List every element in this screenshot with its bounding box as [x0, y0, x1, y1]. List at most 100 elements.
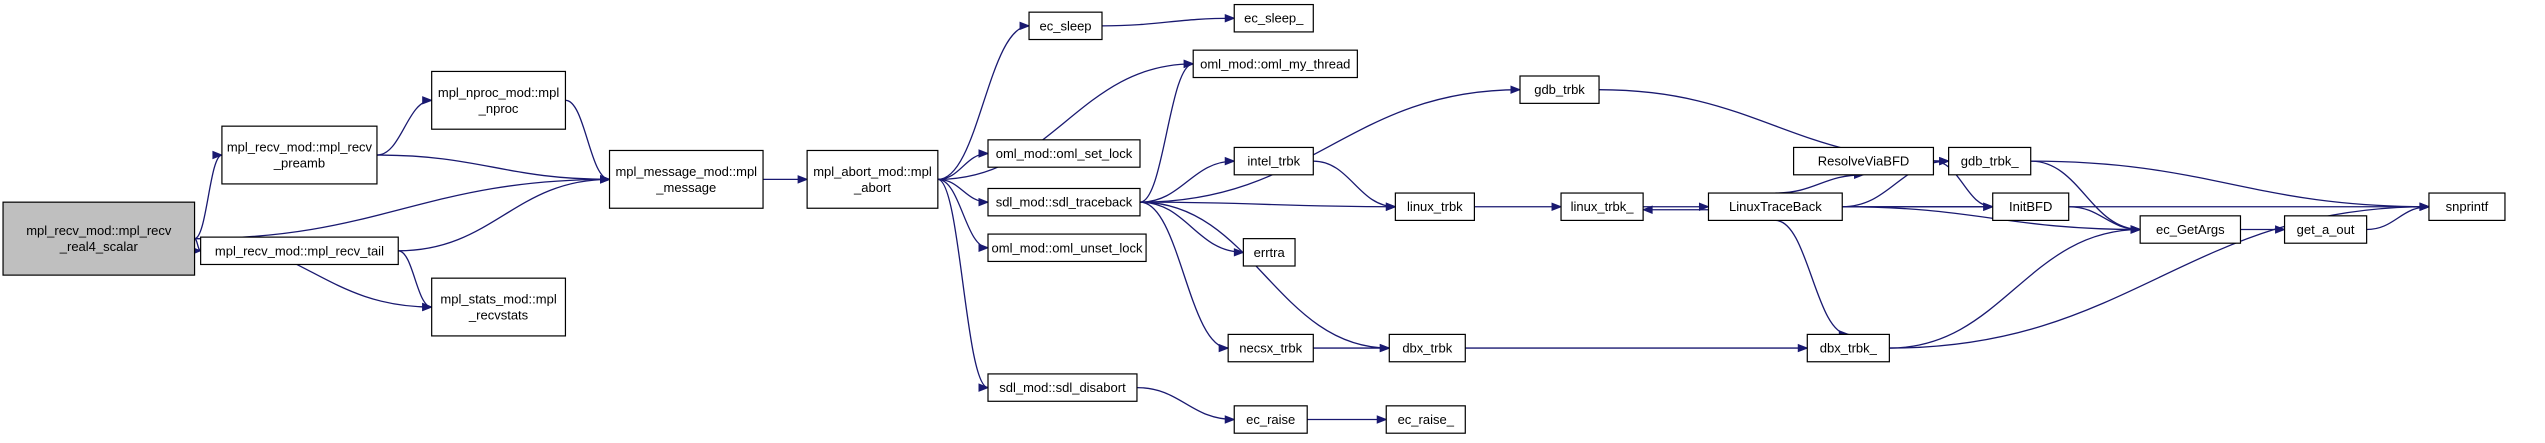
edge-sdl_traceback-to-intel_trbk — [1139, 160, 1235, 203]
node-box[interactable] — [608, 149, 764, 209]
node-ec_sleep_[interactable]: ec_sleep_ — [1233, 3, 1314, 33]
node-intel_trbk[interactable]: intel_trbk — [1233, 146, 1314, 176]
node-message[interactable]: mpl_message_mod::mpl_message — [608, 149, 764, 209]
node-label: dbx_trbk — [1402, 341, 1452, 356]
node-label: linux_trbk_ — [1571, 199, 1635, 214]
node-ec_GetArgs[interactable]: ec_GetArgs — [2139, 215, 2242, 244]
node-oml_unset_lock[interactable]: oml_mod::oml_unset_lock — [987, 233, 1147, 263]
node-root[interactable]: mpl_recv_mod::mpl_recv_real4_scalar — [2, 201, 196, 276]
arrowhead-sdl_traceback-to-gdb_trbk — [1510, 85, 1522, 94]
node-ec_raise[interactable]: ec_raise — [1233, 405, 1308, 434]
node-box[interactable] — [1948, 146, 2032, 176]
edge-recv_preamb-to-nproc — [376, 99, 432, 156]
arrowhead-ResolveViaBFD-to-InitBFD — [1983, 202, 1995, 211]
node-sdl_traceback[interactable]: sdl_mod::sdl_traceback — [987, 187, 1141, 217]
node-nproc[interactable]: mpl_nproc_mod::mpl_nproc — [431, 70, 567, 130]
edge-recv_preamb-to-message — [376, 154, 610, 181]
arrowhead-sdl_traceback-to-errtra — [1233, 248, 1245, 257]
node-box[interactable] — [1192, 49, 1358, 79]
node-linux_trbk[interactable]: linux_trbk — [1394, 192, 1475, 221]
edge-LinuxTraceBack-to-ResolveViaBFD — [1775, 174, 1864, 194]
node-oml_my_thread[interactable]: oml_mod::oml_my_thread — [1192, 49, 1358, 79]
node-box[interactable] — [431, 277, 567, 337]
node-label: get_a_out — [2297, 222, 2355, 237]
edge-intel_trbk-to-linux_trbk — [1313, 160, 1396, 208]
node-stats[interactable]: mpl_stats_mod::mpl_recvstats — [431, 277, 567, 337]
node-label: mpl_recv_mod::mpl_recv_tail — [215, 243, 384, 258]
node-box[interactable] — [1388, 333, 1466, 363]
node-box[interactable] — [2139, 215, 2242, 244]
node-box[interactable] — [1242, 238, 1296, 267]
node-box[interactable] — [1806, 333, 1890, 363]
node-box[interactable] — [1560, 192, 1644, 221]
node-box[interactable] — [1028, 11, 1103, 41]
edge-abort-to-oml_my_thread — [937, 63, 1194, 181]
arrowhead-ec_sleep-to-ec_sleep_ — [1224, 14, 1236, 23]
node-label: sdl_mod::sdl_disabort — [999, 380, 1126, 395]
arrowhead-LinuxTraceBack-to-linux_trbk_ — [1641, 205, 1653, 214]
arrowhead-recv_preamb-to-nproc — [422, 96, 434, 105]
edge-abort-to-sdl_disabort — [937, 178, 989, 389]
node-label: sdl_mod::sdl_traceback — [996, 195, 1133, 210]
node-box[interactable] — [1227, 333, 1314, 363]
edge-LinuxTraceBack-to-dbx_trbk_ — [1775, 219, 1849, 336]
node-box[interactable] — [1233, 3, 1314, 33]
node-ec_raise_[interactable]: ec_raise_ — [1385, 405, 1466, 434]
node-oml_set_lock[interactable]: oml_mod::oml_set_lock — [987, 139, 1141, 168]
node-box[interactable] — [1792, 146, 1935, 176]
node-label: oml_mod::oml_unset_lock — [992, 240, 1144, 255]
node-box[interactable] — [1233, 146, 1314, 176]
node-box[interactable] — [2, 201, 196, 276]
node-snprintf[interactable]: snprintf — [2428, 192, 2506, 221]
node-label: ec_raise_ — [1398, 412, 1455, 427]
node-box[interactable] — [987, 373, 1138, 402]
node-linux_trbk_[interactable]: linux_trbk_ — [1560, 192, 1644, 221]
edge-LinuxTraceBack-to-ec_GetArgs — [1842, 206, 2141, 231]
node-box[interactable] — [1394, 192, 1475, 221]
node-InitBFD[interactable]: InitBFD — [1992, 192, 2070, 221]
arrowhead-sdl_traceback-to-intel_trbk — [1224, 156, 1236, 166]
arrowhead-abort-to-ec_sleep — [1019, 21, 1031, 31]
node-box[interactable] — [1707, 192, 1843, 221]
node-label: InitBFD — [2009, 199, 2052, 214]
edge-sdl_traceback-to-necsx_trbk — [1139, 201, 1229, 349]
node-gdb_trbk_[interactable]: gdb_trbk_ — [1948, 146, 2032, 176]
node-abort[interactable]: mpl_abort_mod::mpl_abort — [806, 149, 939, 209]
node-label: linux_trbk — [1407, 199, 1463, 214]
node-box[interactable] — [1233, 405, 1308, 434]
node-box[interactable] — [1992, 192, 2070, 221]
node-box[interactable] — [987, 233, 1147, 263]
node-errtra[interactable]: errtra — [1242, 238, 1296, 267]
node-box[interactable] — [987, 139, 1141, 168]
node-box[interactable] — [2283, 215, 2368, 244]
node-recv_tail[interactable]: mpl_recv_mod::mpl_recv_tail — [200, 236, 399, 266]
node-label: mpl_stats_mod::mpl — [440, 292, 556, 307]
node-necsx_trbk[interactable]: necsx_trbk — [1227, 333, 1314, 363]
node-box[interactable] — [221, 125, 378, 185]
node-dbx_trbk[interactable]: dbx_trbk — [1388, 333, 1466, 363]
node-box[interactable] — [806, 149, 939, 209]
node-dbx_trbk_[interactable]: dbx_trbk_ — [1806, 333, 1890, 363]
arrowhead-dbx_trbk-to-dbx_trbk_ — [1797, 343, 1809, 353]
node-box[interactable] — [987, 187, 1141, 217]
node-get_a_out[interactable]: get_a_out — [2283, 215, 2368, 244]
node-label: intel_trbk — [1247, 154, 1300, 169]
arrowhead-linux_trbk-to-linux_trbk_ — [1551, 202, 1563, 211]
node-sdl_disabort[interactable]: sdl_mod::sdl_disabort — [987, 373, 1138, 402]
node-LinuxTraceBack[interactable]: LinuxTraceBack — [1707, 192, 1843, 221]
node-ResolveViaBFD[interactable]: ResolveViaBFD — [1792, 146, 1935, 176]
node-box[interactable] — [200, 236, 399, 266]
node-box[interactable] — [431, 70, 567, 130]
node-ec_sleep[interactable]: ec_sleep — [1028, 11, 1103, 41]
node-label: oml_mod::oml_set_lock — [996, 146, 1133, 161]
node-label: necsx_trbk — [1239, 341, 1302, 356]
node-label: _recvstats — [468, 308, 529, 323]
arrowhead-abort-to-sdl_disabort — [978, 383, 990, 392]
node-label: ec_raise — [1246, 412, 1295, 427]
node-gdb_trbk[interactable]: gdb_trbk — [1519, 75, 1600, 104]
node-label: oml_mod::oml_my_thread — [1200, 56, 1350, 71]
node-box[interactable] — [1385, 405, 1466, 434]
node-box[interactable] — [1519, 75, 1600, 104]
node-box[interactable] — [2428, 192, 2506, 221]
node-recv_preamb[interactable]: mpl_recv_mod::mpl_recv_preamb — [221, 125, 378, 185]
